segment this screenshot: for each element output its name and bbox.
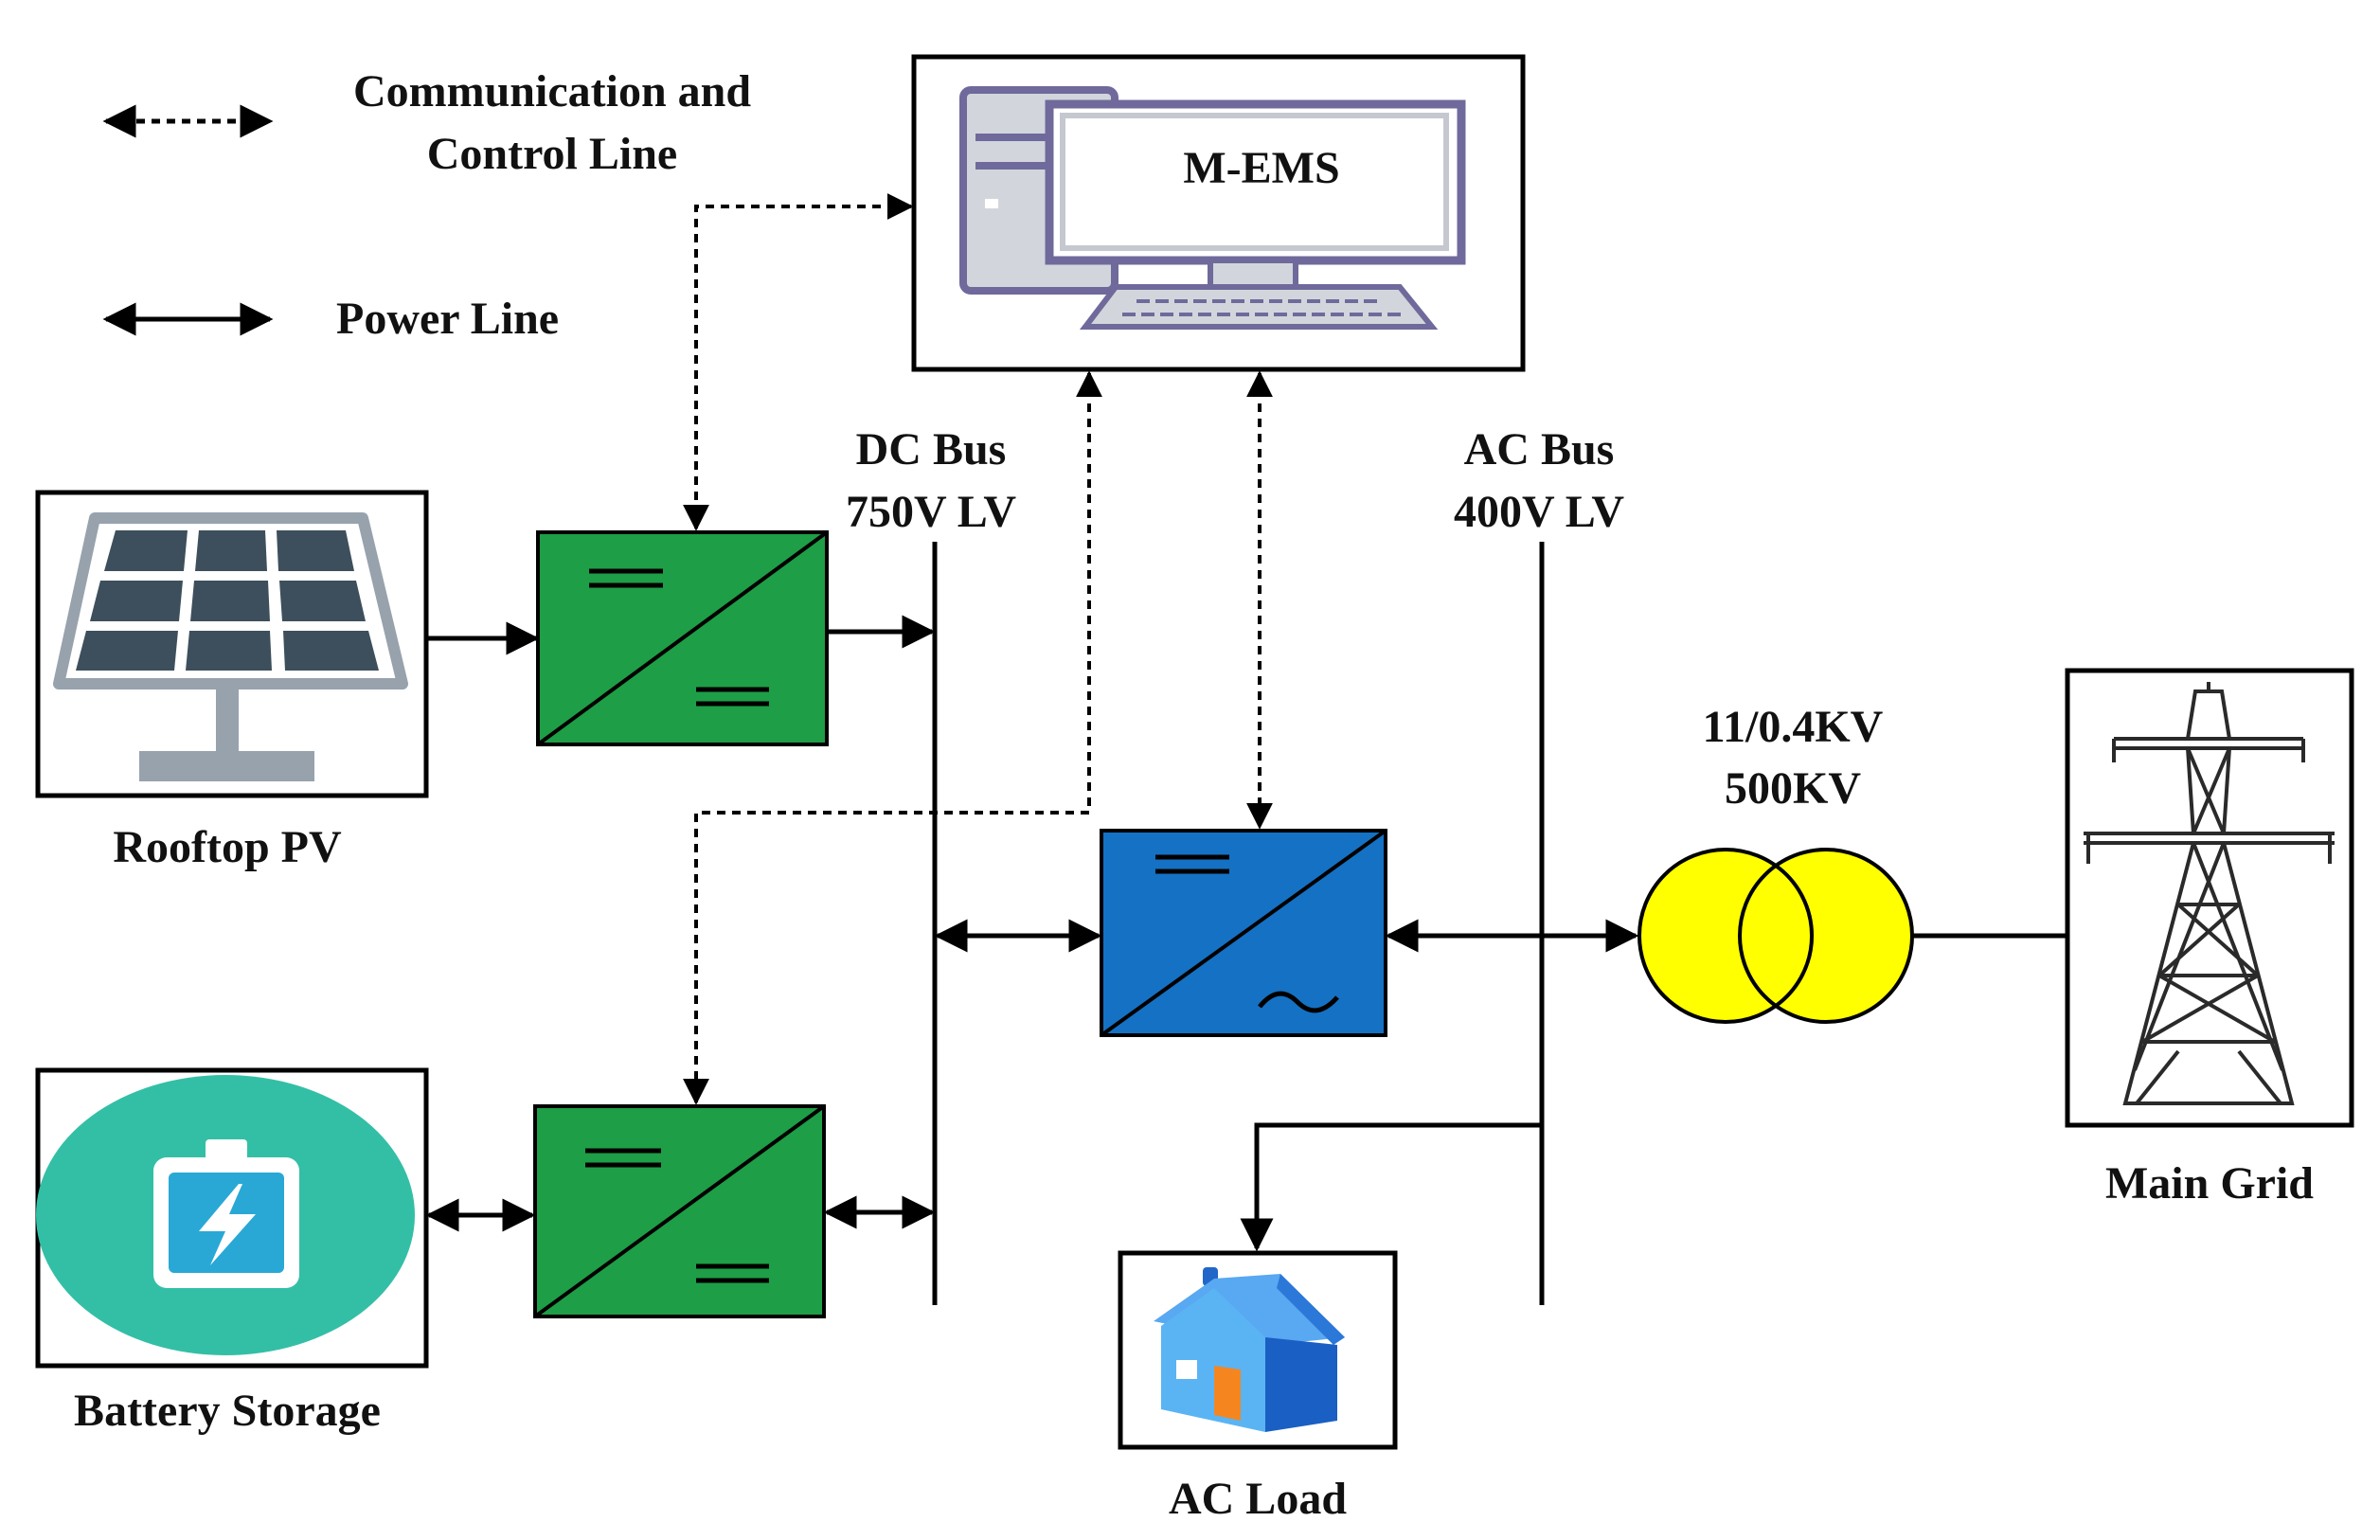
solar-panel-icon [53, 512, 408, 781]
ems-label: M-EMS [1183, 143, 1339, 193]
ems-battery-converter-comm [683, 370, 1102, 1105]
rooftop-pv-box: Rooftop PV [35, 490, 429, 872]
transformer-label-1: 11/0.4KV [1703, 702, 1884, 752]
battery-dc-converter [533, 1104, 826, 1318]
ac-bus-to-load-arrow [1240, 1122, 1542, 1252]
load-label: AC Load [1169, 1474, 1347, 1524]
dc-bus-label-1: DC Bus [856, 424, 1007, 475]
ems-pv-converter-comm [683, 193, 914, 531]
transformer: 11/0.4KV 500KV [1637, 702, 1914, 1024]
ems-box: M-EMS [911, 54, 1526, 372]
battery-storage-box: Battery Storage [35, 1067, 429, 1436]
house-icon [1154, 1267, 1345, 1432]
legend-comm-label-2: Control Line [427, 129, 677, 179]
legend: Communication and Control Line Power Lin… [102, 66, 751, 344]
dc-bus-label-2: 750V LV [846, 487, 1016, 537]
battery-label: Battery Storage [74, 1386, 381, 1436]
pv-label: Rooftop PV [113, 822, 342, 872]
pv-dc-converter [536, 530, 829, 746]
communication-lines [683, 193, 1273, 1105]
legend-power-label: Power Line [336, 294, 559, 344]
main-grid-box: Main Grid [2065, 668, 2354, 1209]
ac-bus: AC Bus 400V LV [1454, 424, 1624, 1305]
grid-label: Main Grid [2105, 1158, 2314, 1209]
battery-icon [153, 1139, 299, 1288]
dc-bus: DC Bus 750V LV [846, 424, 1016, 1305]
legend-comm-label-1: Communication and [353, 66, 751, 116]
keyboard-icon [1079, 284, 1439, 330]
transformer-secondary-coil [1738, 848, 1914, 1024]
transformer-label-2: 500KV [1725, 763, 1861, 814]
transmission-tower-icon [2084, 682, 2335, 1105]
ac-load-box: AC Load [1118, 1250, 1398, 1524]
bidirectional-inverter [1100, 829, 1387, 1037]
ac-bus-label-2: 400V LV [1454, 487, 1624, 537]
ac-bus-label-1: AC Bus [1464, 424, 1615, 475]
